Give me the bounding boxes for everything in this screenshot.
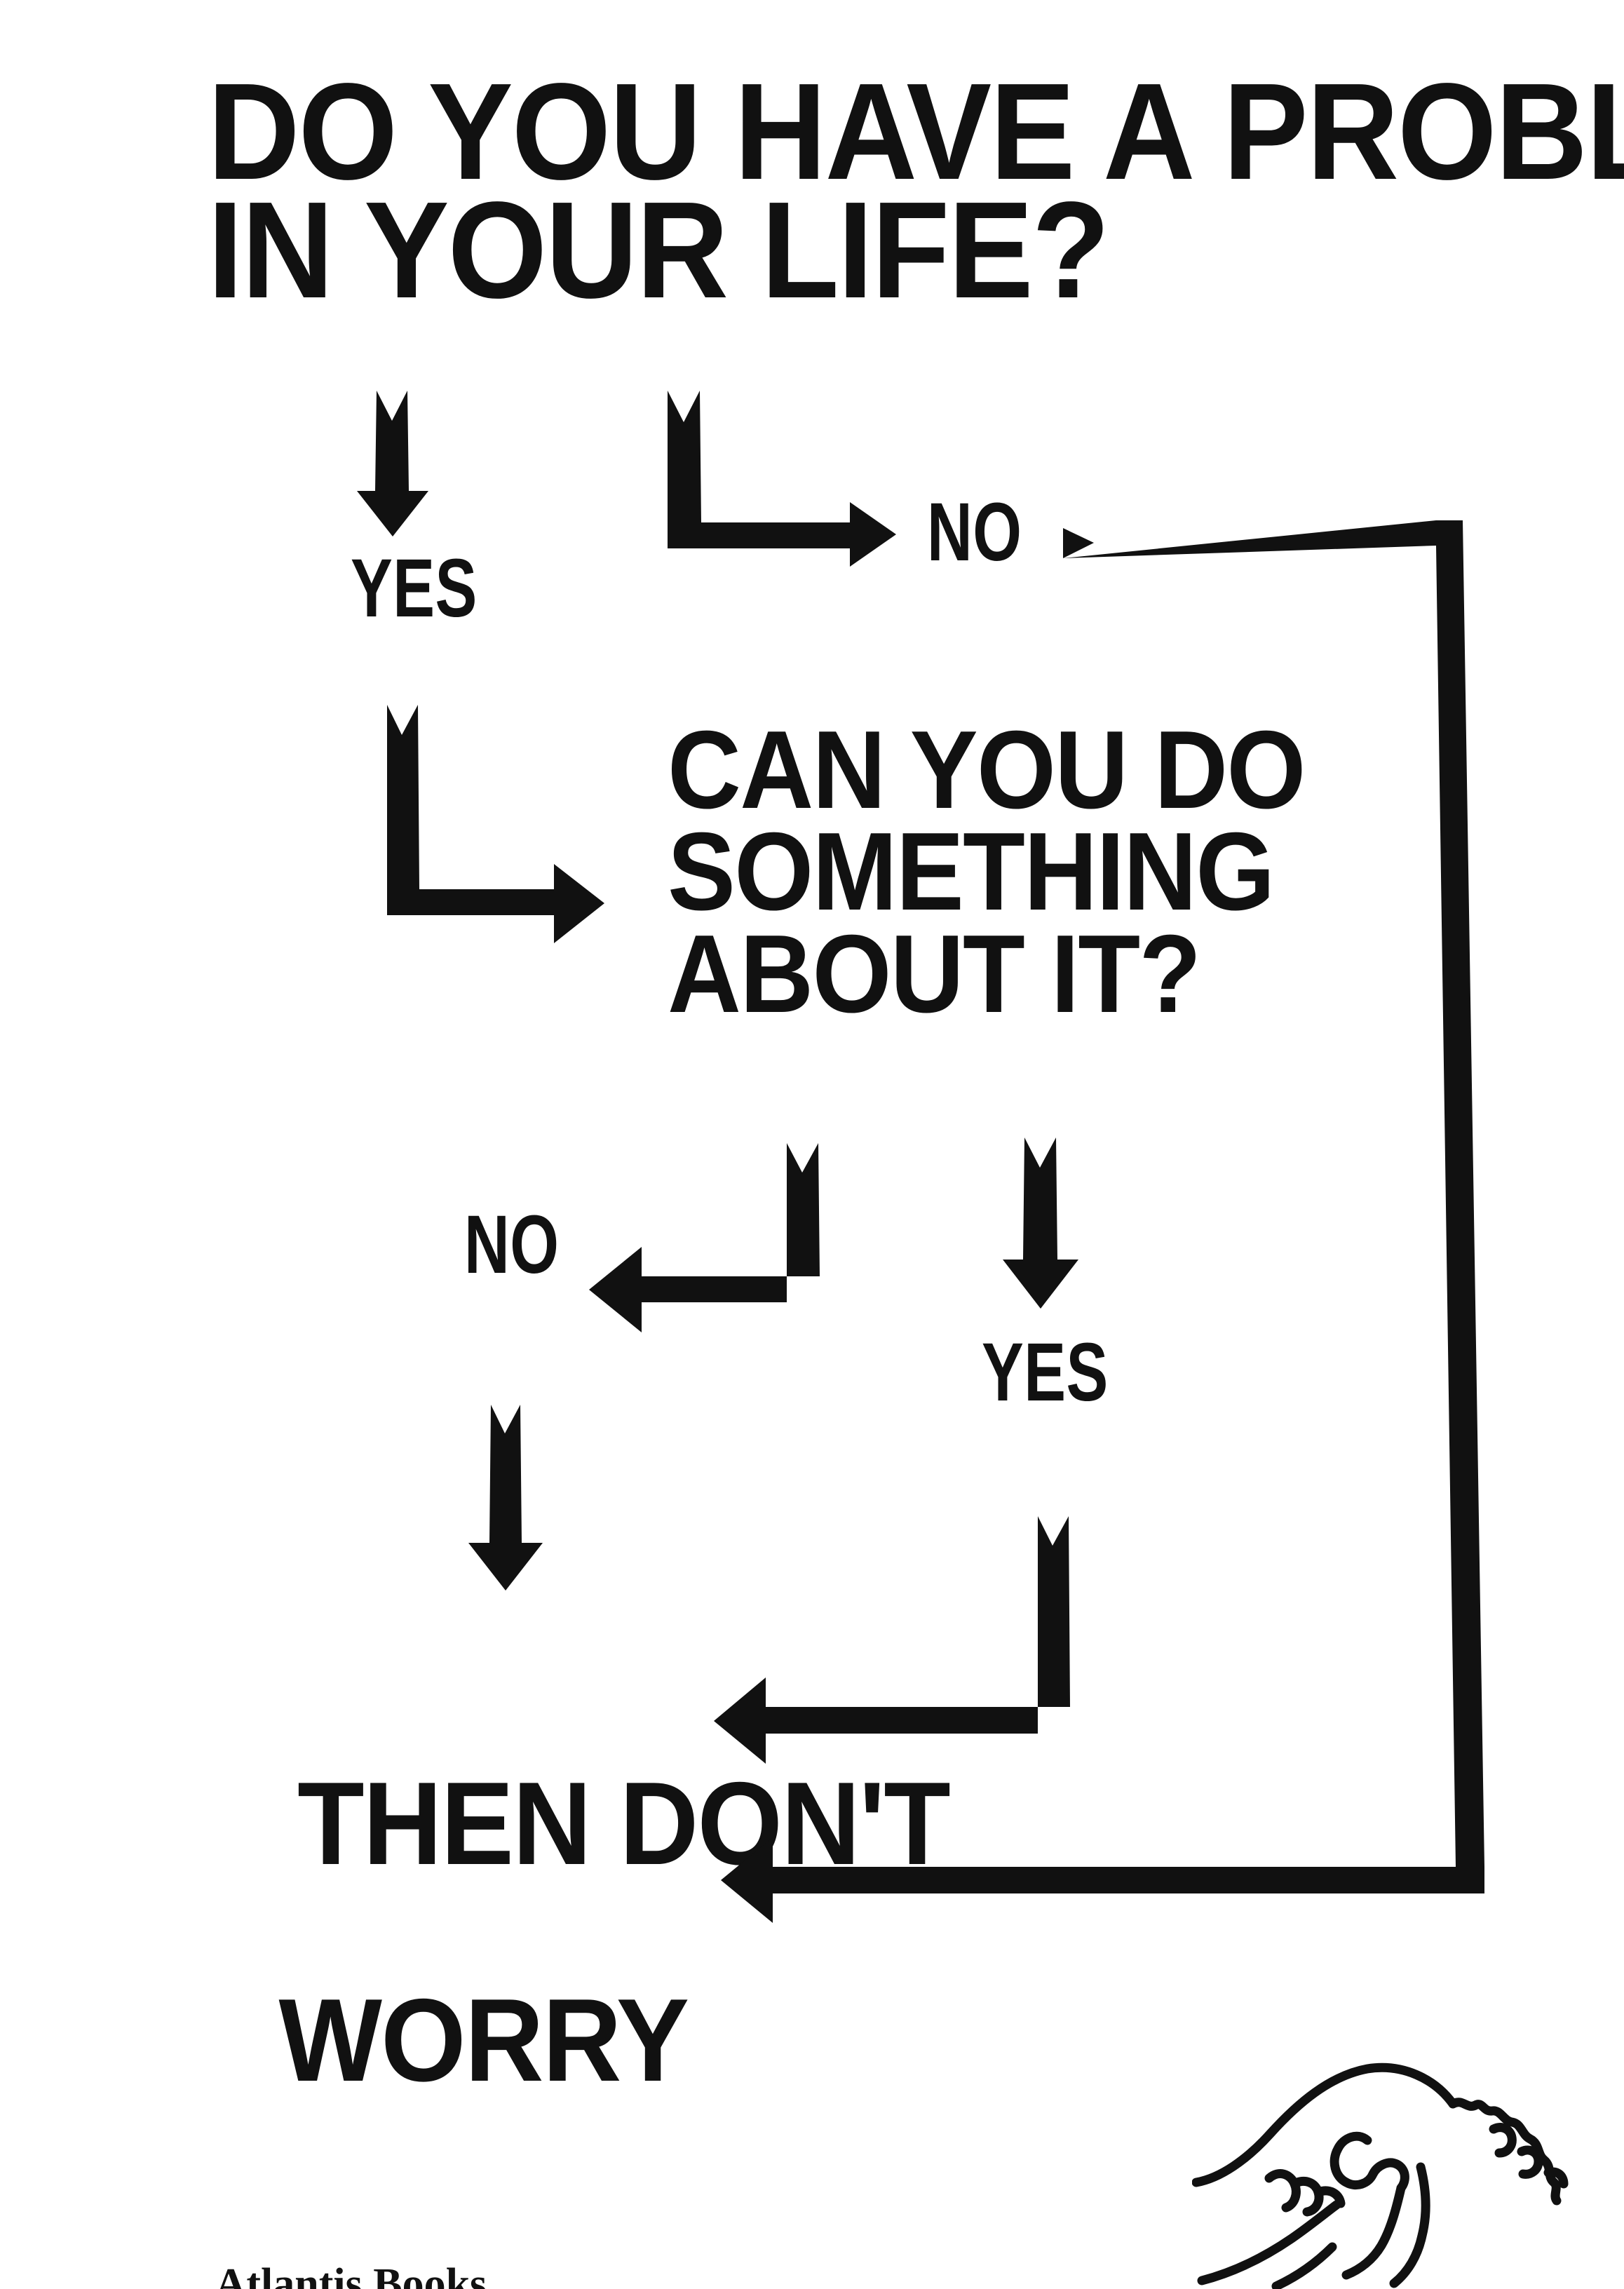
edge-label-no-1: NO bbox=[927, 486, 1022, 579]
outcome-line-1: THEN DON'T bbox=[297, 1757, 951, 1889]
outcome-line-2: WORRY bbox=[278, 1973, 690, 2106]
arrow-question-2-to-yes-2 bbox=[1003, 1137, 1078, 1309]
edge-label-yes-1: YES bbox=[351, 542, 478, 635]
edge-label-no-2: NO bbox=[464, 1198, 560, 1291]
question-2: CAN YOU DO SOMETHING ABOUT IT? bbox=[668, 708, 1306, 1036]
arrow-down-right-to-no-1 bbox=[668, 391, 896, 567]
page-title: DO YOU HAVE A PROBLEM IN YOUR LIFE? bbox=[208, 55, 1624, 327]
imprint-name: Atlantis Books bbox=[215, 2260, 487, 2289]
great-wave-logo bbox=[1192, 2055, 1624, 2289]
outcome-text: THEN DON'T WORRY bbox=[181, 1661, 951, 2289]
edge-label-yes-2: YES bbox=[982, 1326, 1109, 1419]
arrow-yes-2-to-outcome bbox=[714, 1516, 1070, 1764]
imprint: Atlantis Books . bbox=[174, 2208, 487, 2289]
arrow-question-2-to-no-2 bbox=[589, 1143, 820, 1332]
arrow-down-to-yes-1 bbox=[357, 391, 428, 536]
arrow-yes-1-to-question-2 bbox=[387, 705, 604, 943]
arrow-no-2-to-outcome bbox=[468, 1405, 543, 1591]
